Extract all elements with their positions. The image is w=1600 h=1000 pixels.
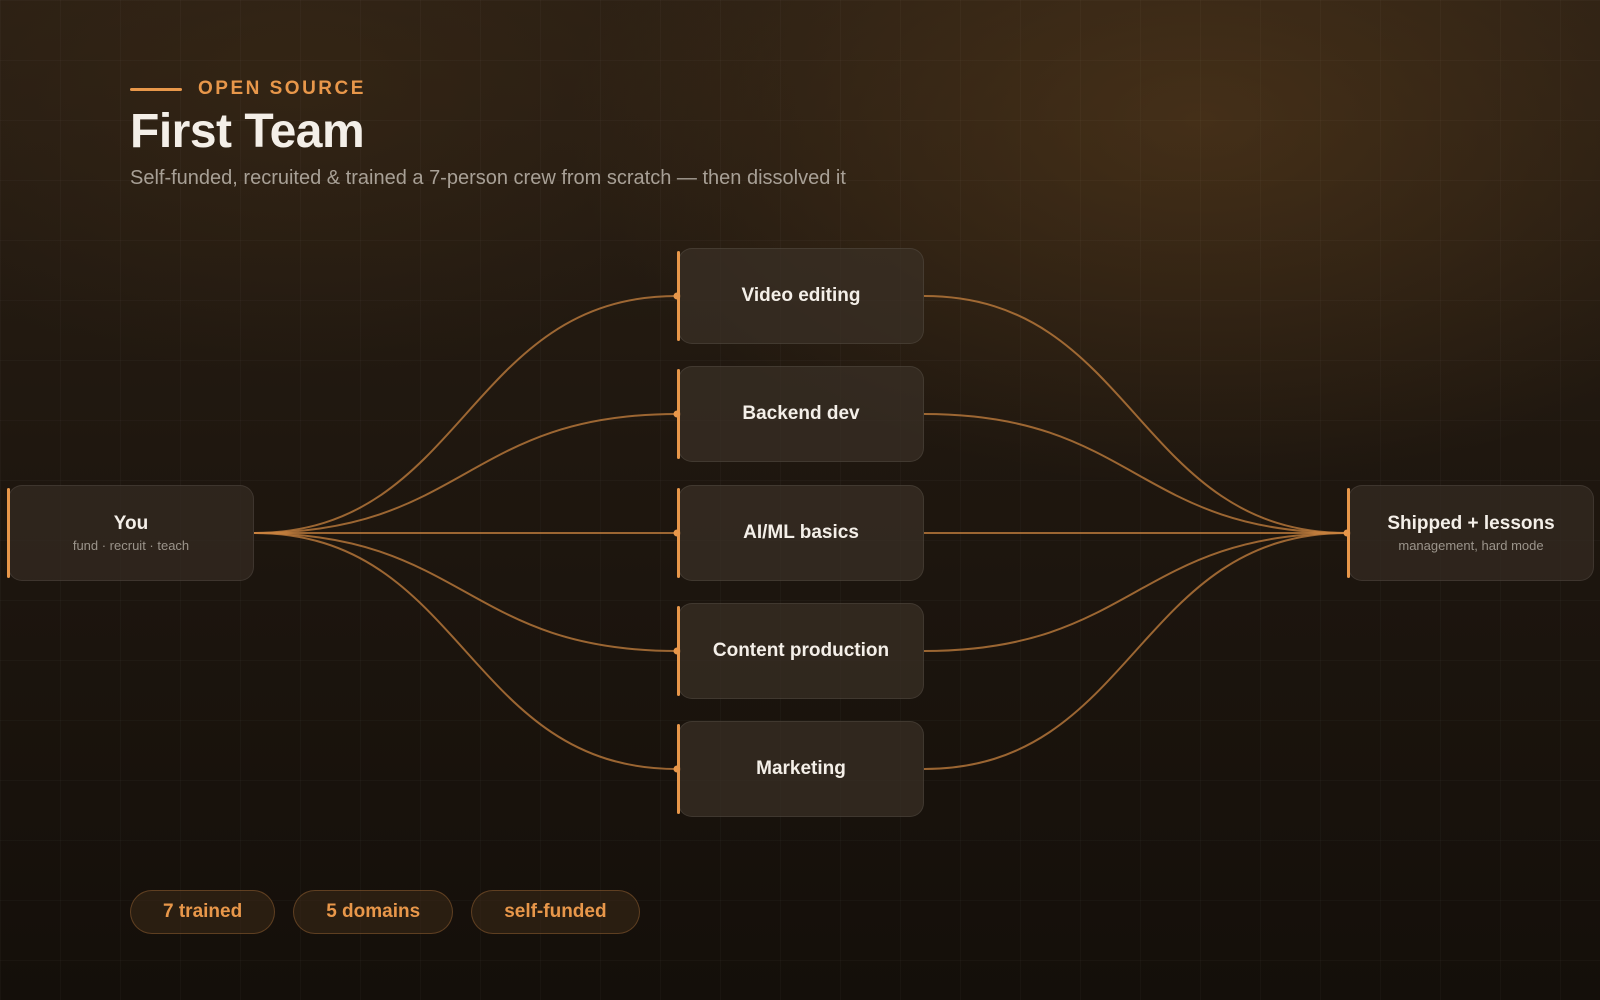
eyebrow-line bbox=[130, 87, 182, 91]
pill-funding: self-funded bbox=[471, 890, 640, 934]
link-content-production-to-shipped bbox=[923, 532, 1348, 652]
pill-domains: 5 domains bbox=[293, 890, 454, 934]
link-you-to-content-production bbox=[253, 532, 678, 652]
node-accent-bar bbox=[677, 724, 680, 814]
node-label: Backend dev bbox=[742, 403, 860, 424]
eyebrow: OPEN SOURCE bbox=[130, 78, 846, 100]
stat-pills: 7 trained 5 domains self-funded bbox=[130, 890, 640, 934]
node-ai-ml-basics[interactable]: AI/ML basics bbox=[677, 485, 924, 581]
node-label: Content production bbox=[712, 640, 890, 661]
node-backend-dev[interactable]: Backend dev bbox=[677, 366, 924, 462]
node-accent-bar bbox=[7, 488, 10, 578]
node-label: Video editing bbox=[741, 285, 861, 306]
page-subtitle: Self-funded, recruited & trained a 7-per… bbox=[130, 167, 846, 189]
eyebrow-text: OPEN SOURCE bbox=[198, 78, 366, 99]
node-you[interactable]: You fund · recruit · teach bbox=[7, 485, 254, 581]
header: OPEN SOURCE First Team Self-funded, recr… bbox=[130, 78, 846, 190]
node-content-production[interactable]: Content production bbox=[677, 603, 924, 699]
link-you-to-backend-dev bbox=[253, 413, 678, 534]
page-title: First Team bbox=[130, 105, 365, 158]
pill-trained: 7 trained bbox=[130, 890, 276, 934]
node-accent-bar bbox=[677, 606, 680, 696]
node-label: AI/ML basics bbox=[743, 522, 859, 543]
node-accent-bar bbox=[1347, 488, 1350, 578]
link-video-editing-to-shipped bbox=[923, 295, 1348, 534]
node-label: Shipped + lessons bbox=[1387, 513, 1555, 534]
node-sublabel: management, hard mode bbox=[1398, 538, 1544, 553]
link-marketing-to-shipped bbox=[923, 532, 1348, 770]
link-you-to-video-editing bbox=[253, 295, 678, 534]
node-label: Marketing bbox=[756, 758, 846, 779]
link-you-to-marketing bbox=[253, 532, 678, 770]
node-shipped-lessons[interactable]: Shipped + lessons management, hard mode bbox=[1347, 485, 1594, 581]
node-label: You bbox=[113, 513, 149, 534]
node-sublabel: fund · recruit · teach bbox=[72, 538, 190, 553]
link-backend-dev-to-shipped bbox=[923, 413, 1348, 534]
node-accent-bar bbox=[677, 369, 680, 459]
node-marketing[interactable]: Marketing bbox=[677, 721, 924, 817]
node-video-editing[interactable]: Video editing bbox=[677, 248, 924, 344]
node-accent-bar bbox=[677, 251, 680, 341]
node-accent-bar bbox=[677, 488, 680, 578]
